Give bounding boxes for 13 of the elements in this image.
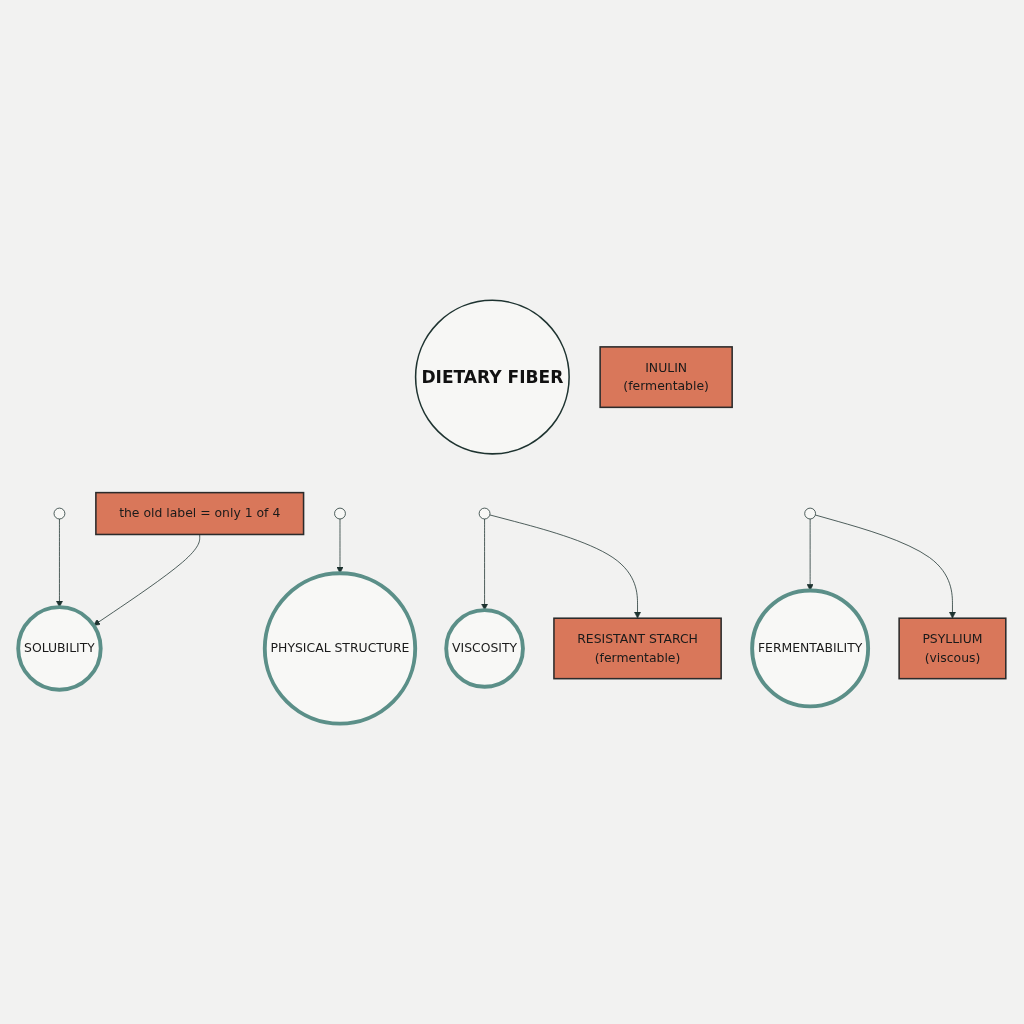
node-box: the old label = only 1 of 4 (95, 491, 305, 536)
node-circle: DIETARY FIBER (414, 299, 570, 455)
node-circle (478, 507, 491, 520)
node-box: RESISTANT STARCH (fermentable) (553, 617, 722, 680)
node-circle (804, 507, 816, 520)
node-box: INULIN (fermentable) (599, 346, 733, 409)
node-box: PSYLLIUM (viscous) (898, 617, 1007, 680)
node-circle: SOLUBILITY (16, 605, 103, 692)
node-circle: FERMENTABILITY (750, 588, 871, 709)
node-circle: VISCOSITY (444, 608, 525, 689)
node-circle (334, 507, 346, 520)
node-circle: PHYSICAL STRUCTURE (262, 571, 418, 726)
node-circle (53, 507, 66, 520)
